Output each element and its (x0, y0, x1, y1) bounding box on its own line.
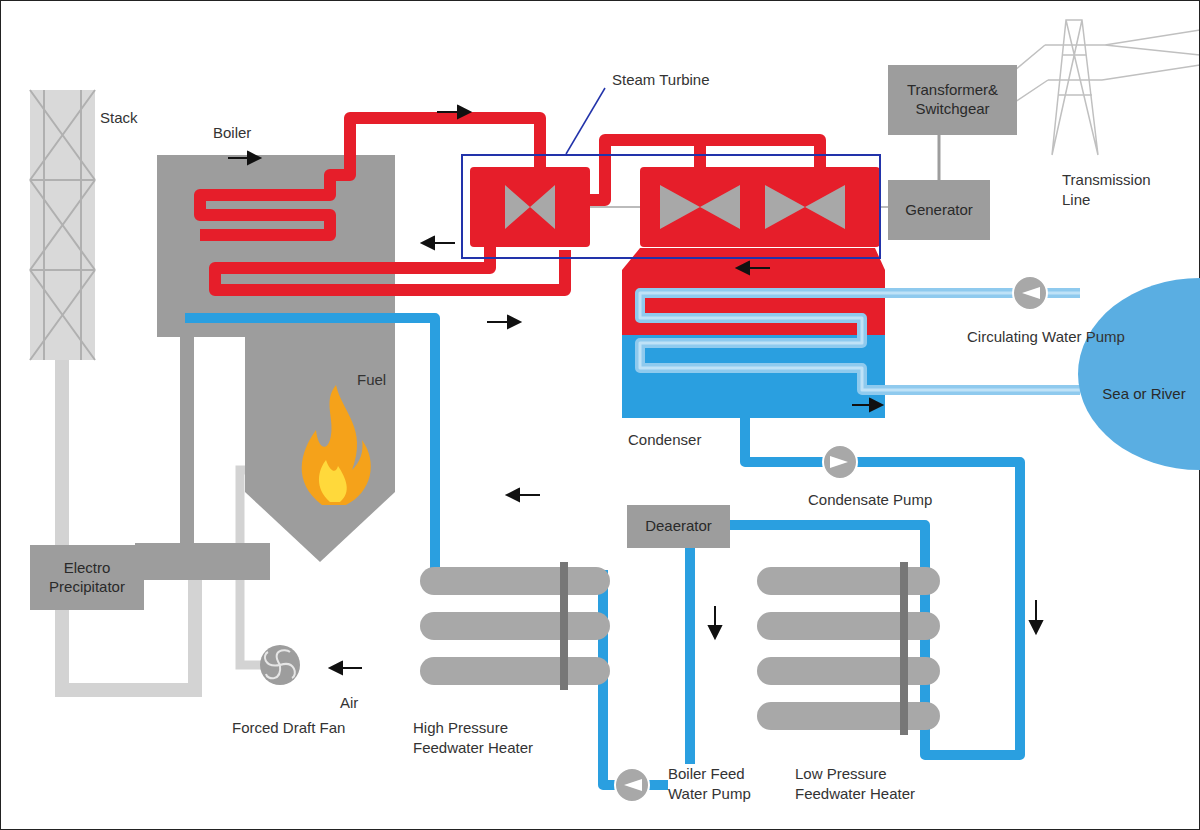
fuel-label: Fuel (357, 370, 386, 390)
node-text: Deaerator (645, 517, 712, 536)
boiler-label: Boiler (213, 123, 251, 143)
generator-box: Generator (888, 180, 990, 240)
pump-label: Circulating Water Pump (967, 327, 1125, 347)
air-label: Air (340, 693, 358, 713)
sea-shape: Sea or River (1078, 278, 1200, 470)
heater-label: High Pressure Feedwater Heater (413, 718, 563, 757)
pump-label: Boiler Feed Water Pump (668, 764, 780, 803)
stack-tower (30, 90, 95, 360)
flue-gas-duct (62, 330, 270, 690)
deaerator-box: Deaerator (627, 505, 730, 548)
pump-label: Condensate Pump (808, 490, 932, 510)
forced-draft-fan (260, 645, 300, 685)
fan-label: Forced Draft Fan (232, 718, 345, 738)
node-text: Electro Precipitator (30, 559, 144, 597)
transmission-label: Transmission Line (1062, 170, 1162, 209)
stack-label: Stack (100, 108, 138, 128)
transmission-tower (1003, 20, 1200, 155)
flow-arrow (228, 106, 1042, 674)
condenser-label: Condenser (628, 430, 701, 450)
sea-shape (1078, 278, 1200, 470)
pump-symbol (615, 276, 1047, 802)
transformer-box: Transformer& Switchgear (888, 65, 1017, 135)
node-text: Sea or River (1102, 385, 1185, 404)
node-text: Transformer& Switchgear (888, 81, 1017, 119)
node-text: Generator (905, 201, 973, 220)
feedwater-heater (420, 562, 940, 735)
sea-outline (1078, 278, 1200, 470)
steam-turbine (462, 88, 888, 258)
turbine-label: Steam Turbine (612, 70, 710, 90)
precipitator-box: Electro Precipitator (30, 545, 144, 610)
heater-label: Low Pressure Feedwater Heater (795, 764, 960, 803)
connector-line (938, 135, 941, 180)
